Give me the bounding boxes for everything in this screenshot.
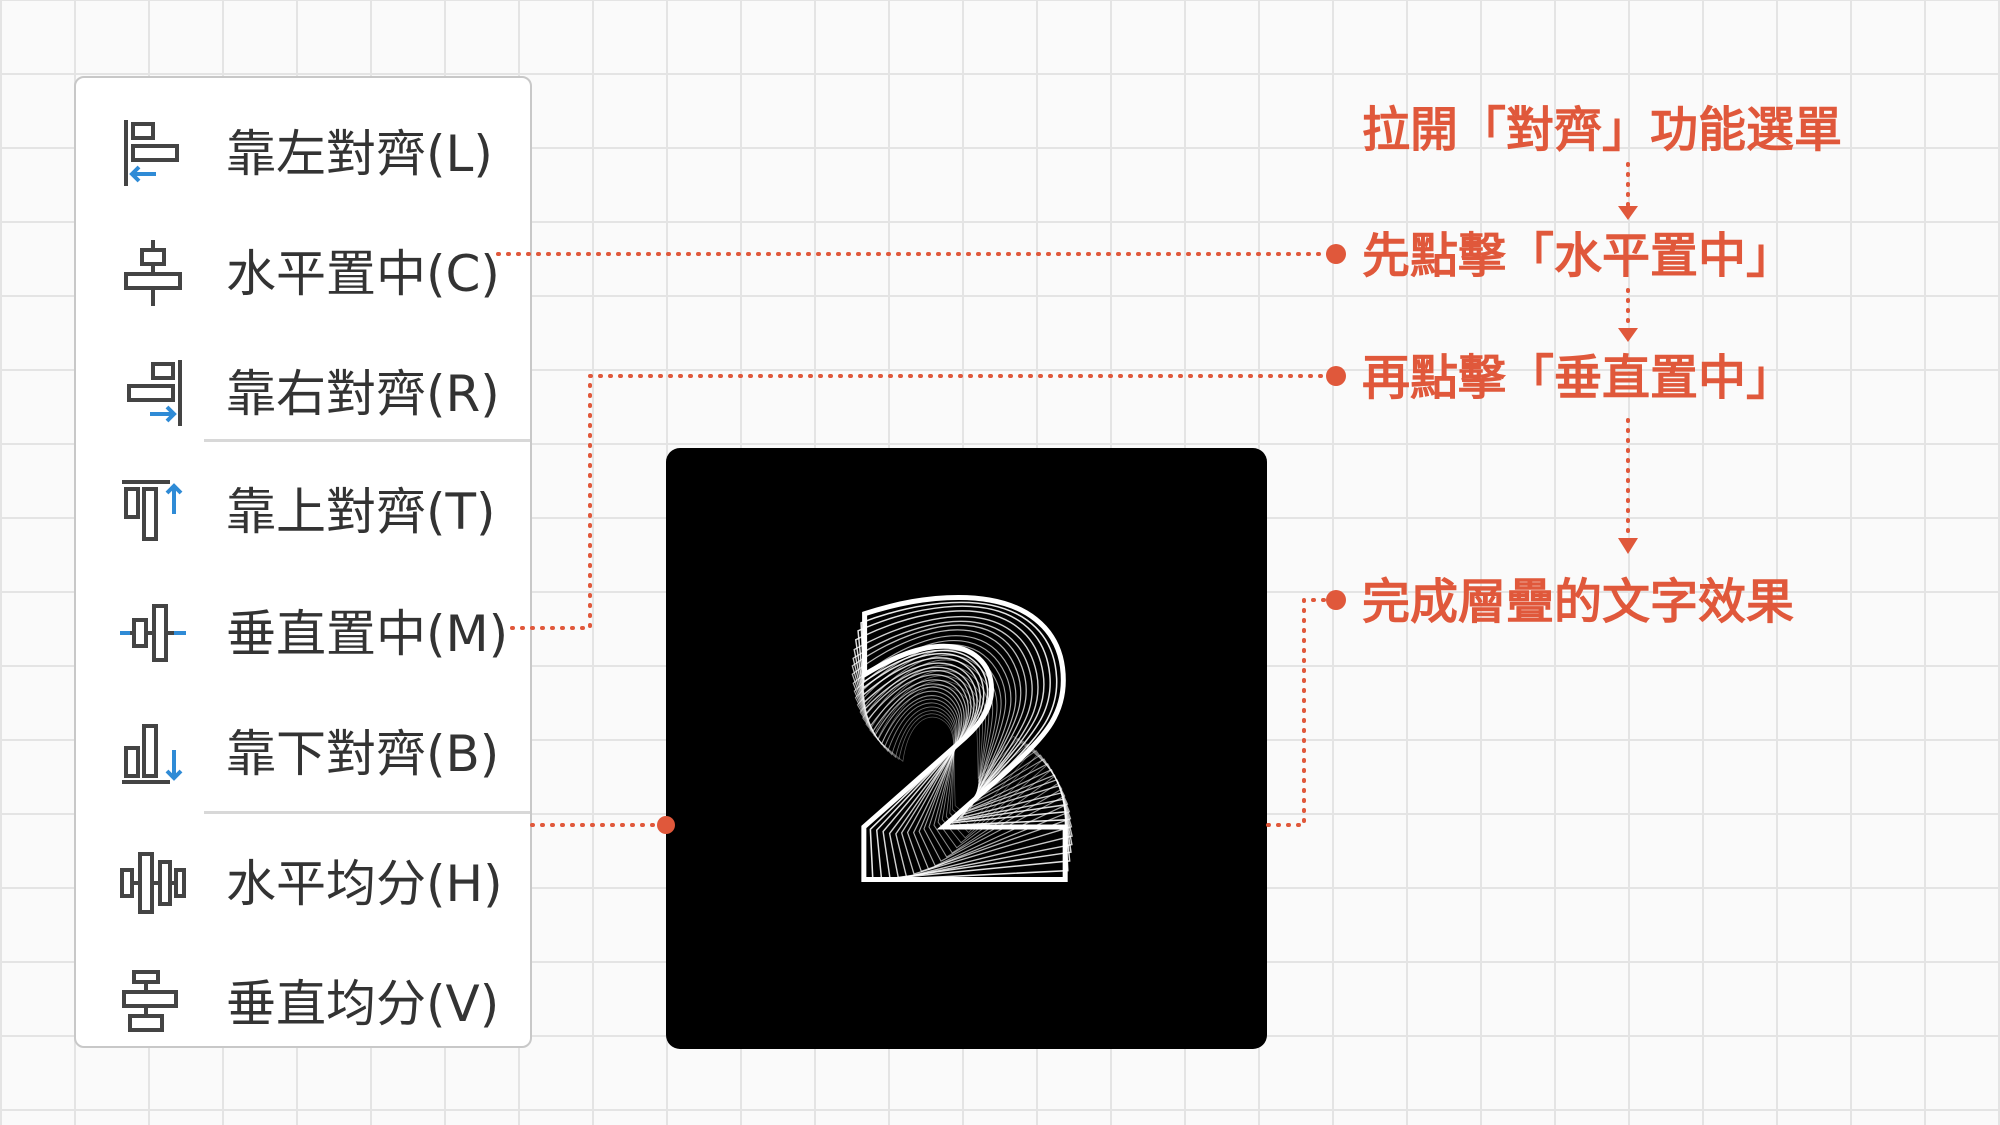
distribute-horizontal-icon (116, 846, 190, 920)
menu-item-align-center-horizontal[interactable]: 水平置中(C) (76, 218, 530, 328)
menu-item-align-middle-vertical[interactable]: 垂直置中(M) (76, 578, 530, 688)
menu-item-align-left[interactable]: 靠左對齊(L) (76, 98, 530, 208)
distribute-vertical-icon (116, 966, 190, 1040)
menu-item-label: 垂直置中(M) (226, 605, 509, 663)
menu-item-label: 水平置中(C) (226, 245, 500, 303)
menu-separator (204, 811, 530, 814)
align-top-icon (116, 474, 190, 548)
menu-item-align-top[interactable]: 靠上對齊(T) (76, 456, 530, 566)
align-middle-vertical-icon (116, 596, 190, 670)
arrow-head (1618, 538, 1638, 554)
connector-step4 (1266, 598, 1332, 827)
connector-dot (1326, 366, 1346, 386)
annotation-step3: 再點擊「垂直置中」 (1362, 350, 1795, 406)
menu-item-label: 靠上對齊(T) (226, 483, 496, 541)
annotation-step1: 拉開「對齊」功能選單 (1362, 102, 1843, 158)
menu-item-distribute-horizontal[interactable]: 水平均分(H) (76, 828, 530, 938)
arrow-head (1618, 206, 1638, 220)
glyph-outline-front: 2 (834, 527, 1098, 970)
menu-item-label: 水平均分(H) (226, 855, 503, 913)
align-center-horizontal-icon (116, 236, 190, 310)
menu-item-align-right[interactable]: 靠右對齊(R) (76, 338, 530, 448)
menu-item-label: 垂直均分(V) (226, 975, 500, 1033)
align-right-icon (116, 356, 190, 430)
align-dropdown-menu: 靠左對齊(L) 水平置中(C) 靠右對齊(R) (74, 76, 532, 1048)
menu-item-label: 靠左對齊(L) (226, 125, 493, 183)
arrow-head (1618, 328, 1638, 342)
menu-item-label: 靠右對齊(R) (226, 365, 500, 423)
menu-item-distribute-vertical[interactable]: 垂直均分(V) (76, 948, 530, 1058)
menu-separator (204, 439, 530, 442)
annotation-step2: 先點擊「水平置中」 (1362, 228, 1795, 284)
connector-dot (1326, 590, 1346, 610)
connector-dot (1326, 244, 1346, 264)
menu-item-align-bottom[interactable]: 靠下對齊(B) (76, 698, 530, 808)
annotation-step4: 完成層疊的文字效果 (1362, 574, 1795, 630)
align-bottom-icon (116, 716, 190, 790)
menu-item-label: 靠下對齊(B) (226, 725, 500, 783)
align-left-icon (116, 116, 190, 190)
